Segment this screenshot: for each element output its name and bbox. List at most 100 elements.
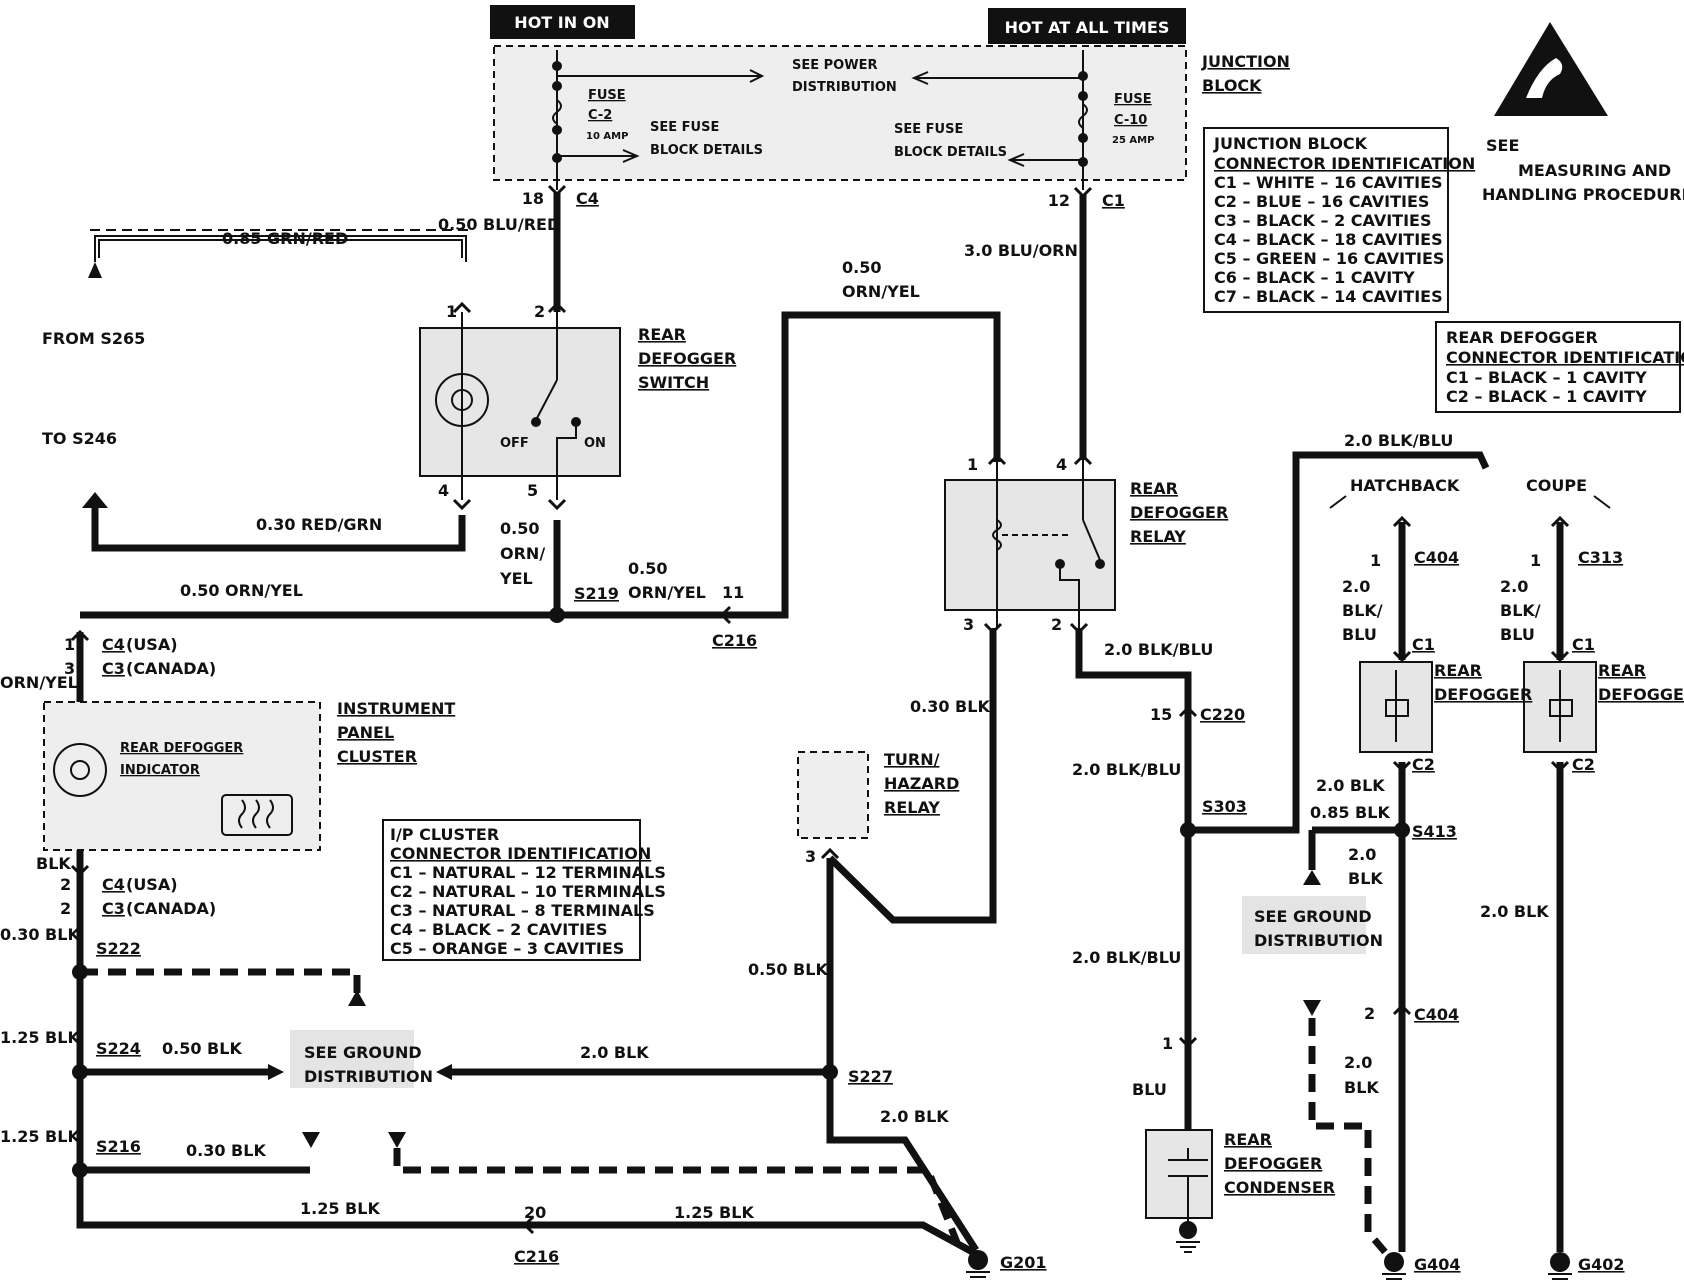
wire-label-s219-2: ORN/YEL xyxy=(628,583,706,602)
ip-conn-row: C1 – NATURAL – 12 TERMINALS xyxy=(390,863,666,882)
ip-conn-title-2: CONNECTOR IDENTIFICATION xyxy=(390,844,651,863)
jb-conn-row: C7 – BLACK – 14 CAVITIES xyxy=(1214,287,1443,306)
wire-label-hatch-3: BLU xyxy=(1342,625,1377,644)
jb-conn-row: C6 – BLACK – 1 CAVITY xyxy=(1214,268,1415,287)
relay-title-2: DEFOGGER xyxy=(1130,503,1228,522)
fuse-c2-label: FUSE xyxy=(588,88,626,103)
see-fuse-left-line2: BLOCK DETAILS xyxy=(650,143,763,158)
junction-block-title-2: BLOCK xyxy=(1202,76,1262,95)
rear-defogger-switch-box xyxy=(419,327,621,477)
wire-label-085-blk-s413: 0.85 BLK xyxy=(1310,803,1390,822)
wire-label-hatch-2: BLK/ xyxy=(1342,601,1383,620)
ground-g402-label: G402 xyxy=(1578,1255,1625,1274)
wire-orn-yel-relay xyxy=(745,311,1001,619)
c404-bottom-name: C404 xyxy=(1414,1005,1459,1024)
see-power-line2: DISTRIBUTION xyxy=(792,80,897,95)
wire-label-050-orn-yel-top-2: ORN/YEL xyxy=(842,282,920,301)
splice-s413: S413 xyxy=(1412,822,1457,841)
ground-distribution-line1: SEE GROUND xyxy=(304,1043,422,1062)
defogger-symbol-icon xyxy=(221,794,293,836)
ip-conn-title-1: I/P CLUSTER xyxy=(390,825,499,844)
c3-canada-top-name: C3 xyxy=(102,659,125,678)
hatch-defogger-grid-icon xyxy=(1385,670,1409,742)
hot-at-all-times-label: HOT AT ALL TIMES xyxy=(1005,18,1170,37)
fuse-c2-rating: 10 AMP xyxy=(586,131,628,142)
turn-hazard-title-2: HAZARD xyxy=(884,774,959,793)
wire-label-20-blk-s413-2: BLK xyxy=(1348,869,1383,888)
condenser-title-1: REAR xyxy=(1224,1130,1272,1149)
indicator-label-1: REAR DEFOGGER xyxy=(120,741,243,756)
jb-conn-row: C1 – WHITE – 16 CAVITIES xyxy=(1214,173,1443,192)
arrow-to-s246 xyxy=(82,492,108,508)
relay-pin-2: 2 xyxy=(1051,615,1062,634)
esd-warning-icon xyxy=(1494,22,1608,116)
c216-bottom-pin: 20 xyxy=(524,1203,546,1222)
wire-grn-red xyxy=(94,235,467,262)
hatch-defogger-title-2: DEFOGGER xyxy=(1434,685,1532,704)
ground-g404-icon xyxy=(1382,1252,1406,1280)
jb-conn-row: C4 – BLACK – 18 CAVITIES xyxy=(1214,230,1443,249)
rd-conn-row: C2 – BLACK – 1 CAVITY xyxy=(1446,387,1647,406)
rd-conn-title-1: REAR DEFOGGER xyxy=(1446,328,1598,347)
fuse-c2-id: C-2 xyxy=(588,108,612,123)
rd-conn-title-2: CONNECTOR IDENTIFICATION xyxy=(1446,348,1684,367)
wire-label-30-blu-orn: 3.0 BLU/ORN xyxy=(964,241,1078,260)
esd-note-line1: SEE xyxy=(1486,136,1519,155)
c216-top-name: C216 xyxy=(712,631,757,650)
wire-turn-relay xyxy=(827,628,997,924)
wire-label-coupe-2: BLK/ xyxy=(1500,601,1541,620)
cluster-title-2: PANEL xyxy=(337,723,394,742)
ground-arrow-dashed xyxy=(388,1132,406,1148)
junction-block-connector-table xyxy=(1203,127,1449,313)
dashed-wires xyxy=(80,968,1388,1255)
wire-label-20-blk-g201: 2.0 BLK xyxy=(880,1107,949,1126)
wire-label-030-red-grn: 0.30 RED/GRN xyxy=(256,515,382,534)
connector-chevrons xyxy=(70,184,1570,1235)
fuse-c10-id: C-10 xyxy=(1114,113,1147,128)
wire-label-20-blk-s413-top: 2.0 BLK xyxy=(1316,776,1385,795)
c220-pin: 15 xyxy=(1150,705,1172,724)
c3-canada-bottom-name: C3 xyxy=(102,899,125,918)
esd-note-line3: HANDLING PROCEDURES xyxy=(1482,185,1684,204)
c3-canada-top-pin: 3 xyxy=(64,659,75,678)
see-fuse-arrow-left xyxy=(557,149,640,163)
ground-distribution-right-line2: DISTRIBUTION xyxy=(1254,931,1383,950)
wire-label-050-blu-red: 0.50 BLU/RED xyxy=(438,215,560,234)
hatch-defogger-title-1: REAR xyxy=(1434,661,1482,680)
ground-arrow-left xyxy=(268,1064,284,1080)
fuse-c10-rating: 25 AMP xyxy=(1112,135,1154,146)
hot-in-on-tag: HOT IN ON xyxy=(490,5,635,39)
wire-label-20-blk-s413-1: 2.0 xyxy=(1348,845,1376,864)
wire-label-125-blk-s224: 1.25 BLK xyxy=(0,1028,80,1047)
indicator-label-2: INDICATOR xyxy=(120,763,200,778)
wire-label-20-blk-blu-c220: 2.0 BLK/BLU xyxy=(1072,760,1181,779)
coupe-label: COUPE xyxy=(1526,476,1587,495)
ground-g402-icon xyxy=(1548,1252,1572,1280)
hatch-defogger-c1: C1 xyxy=(1412,635,1435,654)
hatch-defogger-c2: C2 xyxy=(1412,755,1435,774)
see-fuse-arrow-right xyxy=(1007,153,1083,167)
wire-s303-hatch xyxy=(1188,451,1490,834)
wire-label-20-blk-g404-2: BLK xyxy=(1344,1078,1379,1097)
splice-s219: S219 xyxy=(574,584,619,603)
esd-note-line2: MEASURING AND xyxy=(1518,161,1671,180)
wire-label-cluster-orn-yel: 0.50 ORN/YEL xyxy=(180,581,303,600)
wire-label-s219-1: 0.50 xyxy=(628,559,667,578)
ip-conn-row: C4 – BLACK – 2 CAVITIES xyxy=(390,920,607,939)
switch-pin-2: 2 xyxy=(534,302,545,321)
splice-s222: S222 xyxy=(96,939,141,958)
see-fuse-left-line1: SEE FUSE xyxy=(650,120,719,135)
cluster-title-1: INSTRUMENT xyxy=(337,699,455,718)
ground-arrow-right xyxy=(436,1064,452,1080)
see-power-arrow-right xyxy=(911,71,1083,85)
switch-title-3: SWITCH xyxy=(638,373,709,392)
cluster-title-3: CLUSTER xyxy=(337,747,417,766)
turn-hazard-title-3: RELAY xyxy=(884,798,940,817)
fuse-c10-label: FUSE xyxy=(1114,92,1152,107)
wire-label-sw-3: YEL xyxy=(499,569,533,588)
body-style-brackets xyxy=(1329,495,1611,509)
arrow-from-s265 xyxy=(88,262,102,278)
c4-usa-top-name: C4 xyxy=(102,635,125,654)
switch-title-2: DEFOGGER xyxy=(638,349,736,368)
